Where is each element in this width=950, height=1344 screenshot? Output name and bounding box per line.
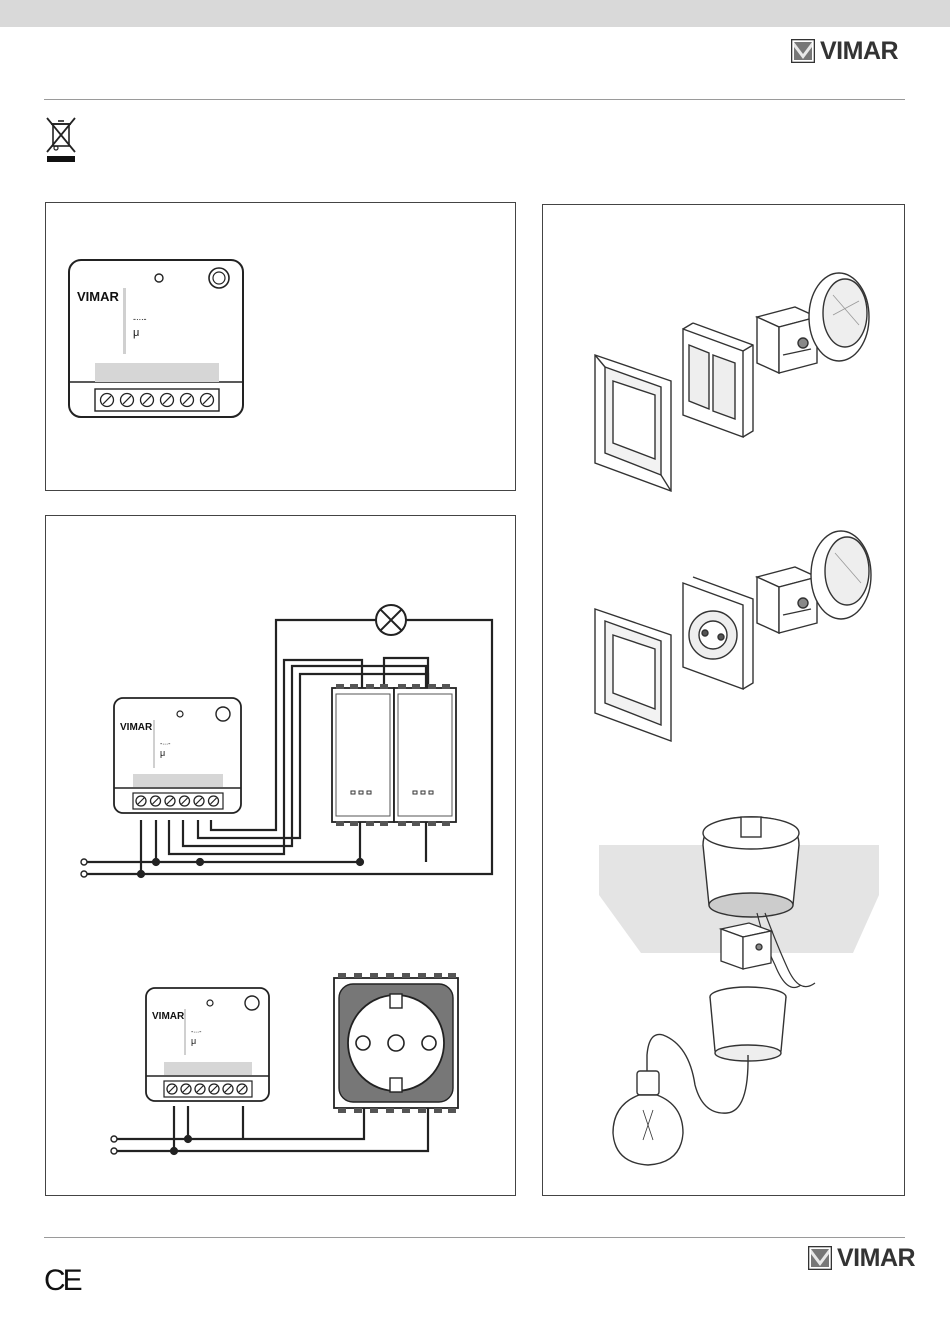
light-bulb [613, 1071, 683, 1165]
socket-assembly-exploded [595, 531, 871, 741]
micro-symbol: μ [133, 327, 139, 339]
module-large: VIMAR -∙∙∙- μ [69, 260, 243, 417]
header-brand: VIMAR [820, 39, 898, 63]
ceiling-light-installation [599, 817, 879, 1165]
load-symbol: -∙∙∙- [133, 314, 147, 324]
module-brand: VIMAR [152, 1011, 185, 1022]
footer-logo: VIMAR [808, 1246, 915, 1270]
wiring-diagrams-panel: VIMAR -∙∙∙- μ [45, 515, 516, 1196]
micro-symbol: μ [160, 748, 165, 758]
header-logo: VIMAR [791, 39, 898, 63]
vimar-v-mark-icon [808, 1246, 832, 1270]
header-rule [44, 99, 905, 100]
footer-brand: VIMAR [837, 1246, 915, 1270]
top-bar [0, 0, 950, 27]
footer-rule [44, 1237, 905, 1238]
module-wiring-1: VIMAR -∙∙∙- μ [114, 698, 241, 813]
switch-assembly-exploded [595, 273, 869, 491]
crossed-out-wheelie-bin-icon [44, 116, 78, 164]
micro-module [721, 923, 771, 969]
installation-panel [542, 204, 905, 1196]
socket-outlet [334, 973, 458, 1113]
lamp-symbol [376, 605, 406, 635]
wiring-2-wires [111, 1106, 428, 1154]
module-front-view-drawing: VIMAR -∙∙∙- μ [46, 203, 517, 492]
push-button-pair [332, 684, 456, 826]
ceiling-rose [710, 987, 786, 1061]
micro-symbol: μ [191, 1036, 196, 1046]
installation-drawing [543, 205, 906, 1197]
load-symbol: -∙∙∙- [191, 1029, 202, 1036]
module-brand: VIMAR [77, 289, 120, 304]
load-symbol: -∙∙∙- [160, 741, 171, 748]
module-front-view-panel: VIMAR -∙∙∙- μ [45, 202, 516, 491]
wiring-diagram-drawing: VIMAR -∙∙∙- μ [46, 516, 517, 1197]
ce-mark: CE [44, 1264, 80, 1298]
module-wiring-2: VIMAR -∙∙∙- μ [146, 988, 269, 1101]
vimar-v-mark-icon [791, 39, 815, 63]
module-brand: VIMAR [120, 722, 153, 733]
